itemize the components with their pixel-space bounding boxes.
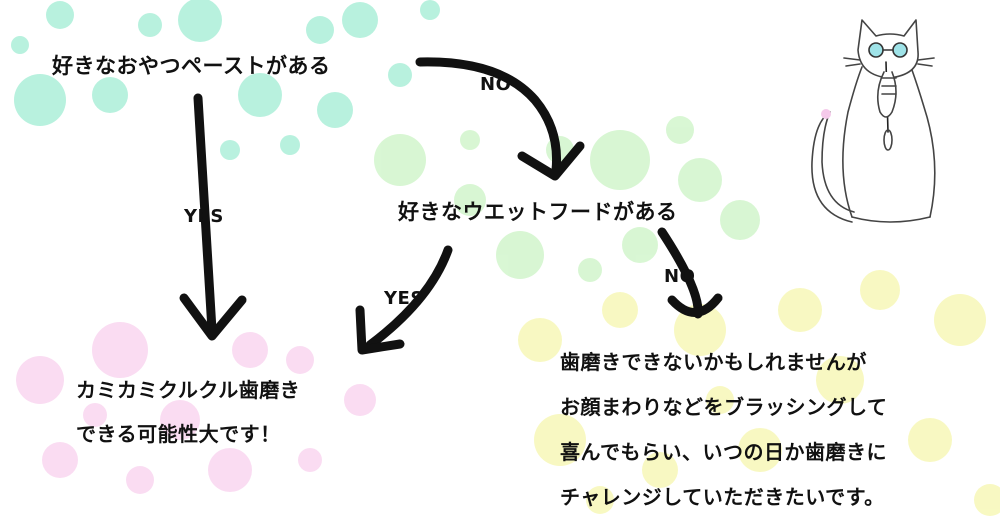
result-no-line: お顔まわりなどをブラッシングして [560, 395, 888, 419]
result-yes-text: カミカミクルクル歯磨き できる可能性大です！ [76, 368, 300, 456]
result-no-line: チャレンジしていただきたいです。 [560, 485, 885, 509]
result-yes-line: できる可能性大です！ [76, 422, 281, 446]
cat-brushing-teeth-icon [811, 19, 936, 223]
arrow-second-yes [355, 245, 453, 355]
label-second-no: NO [664, 266, 696, 287]
start-question: 好きなおやつペーストがある [52, 54, 331, 78]
label-start-yes: YES [184, 206, 224, 227]
result-no-line: 歯磨きできないかもしれませんが [560, 350, 867, 374]
second-question: 好きなウエットフードがある [398, 200, 678, 224]
arrow-start-no [415, 57, 585, 181]
result-no-line: 喜んでもらい、いつの日か歯磨きに [560, 440, 887, 464]
result-yes-line: カミカミクルクル歯磨き [76, 378, 301, 402]
label-start-no: NO [480, 74, 512, 95]
arrow-second-no [657, 227, 723, 319]
arrow-start-yes [179, 93, 247, 341]
result-no-text: 歯磨きできないかもしれませんが お顔まわりなどをブラッシングして 喜んでもらい、… [560, 340, 887, 520]
label-second-yes: YES [384, 288, 424, 309]
